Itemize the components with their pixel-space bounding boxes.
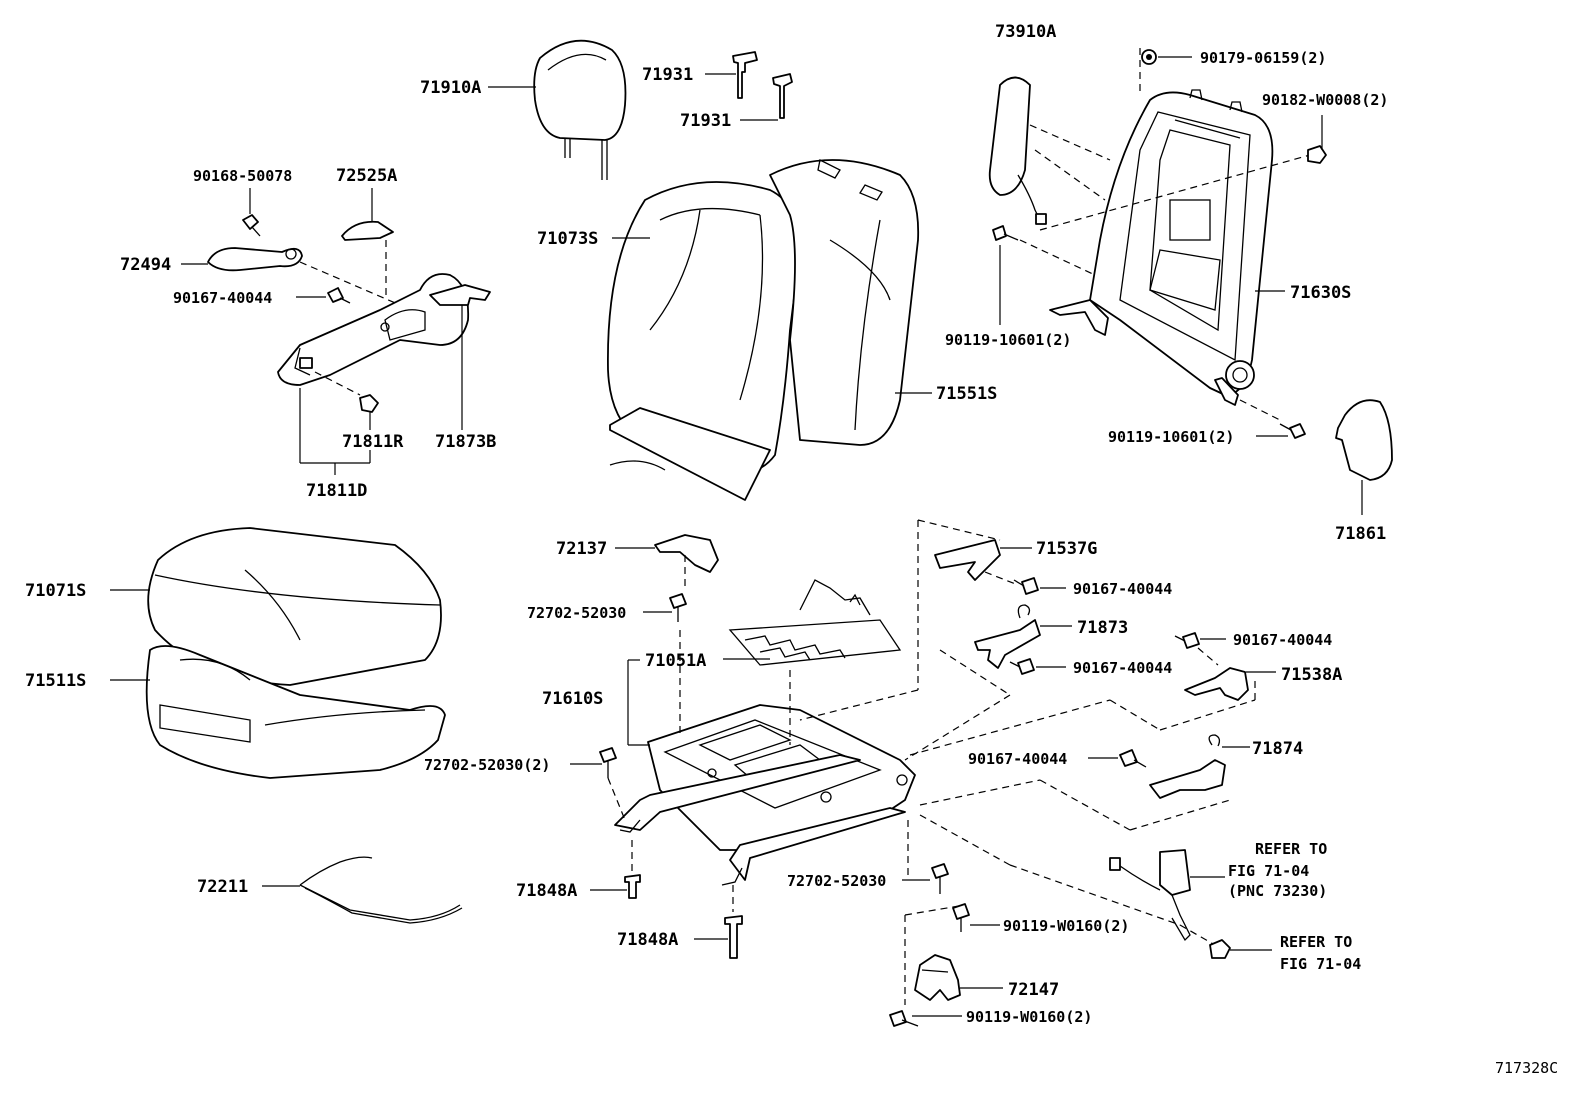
label-71873[interactable]: 71873 [1077, 618, 1128, 638]
label-90167-40044-b[interactable]: 90167-40044 [1073, 580, 1172, 598]
label-71848A-b[interactable]: 71848A [617, 930, 678, 950]
label-71071S[interactable]: 71071S [25, 581, 86, 601]
cushion-cover-drawing [110, 527, 442, 686]
assembly-dash-lines [679, 519, 1256, 1005]
label-71051A[interactable]: 71051A [645, 651, 706, 671]
screw-90167-d-drawing [1174, 632, 1226, 666]
diagram-id: 717328C [1495, 1059, 1558, 1077]
label-71511S[interactable]: 71511S [25, 671, 86, 691]
knob-72525A-drawing [341, 188, 394, 300]
lever-72494-drawing [181, 247, 401, 306]
bolt-72702-b-drawing [570, 747, 626, 821]
bolt-72702-c-drawing [902, 820, 949, 894]
label-71873B[interactable]: 71873B [435, 432, 496, 452]
label-72494[interactable]: 72494 [120, 255, 171, 275]
seatback-frame-drawing [1019, 48, 1311, 421]
bolt-90119-a-drawing [992, 225, 1019, 325]
label-71610S[interactable]: 71610S [542, 689, 603, 709]
nut-90182-drawing [1307, 115, 1327, 164]
headrest-support-drawing [705, 51, 793, 121]
label-72211[interactable]: 72211 [197, 877, 248, 897]
label-90182-W0008[interactable]: 90182-W0008(2) [1262, 91, 1388, 109]
screw-90167-b-drawing [1013, 577, 1066, 595]
cover-72137-drawing [615, 534, 719, 590]
headrest-drawing [488, 39, 627, 180]
bracket-71538A-drawing [1184, 667, 1276, 701]
screw-90167-c-drawing [1009, 658, 1066, 675]
label-71931-top[interactable]: 71931 [642, 65, 693, 85]
label-73910A[interactable]: 73910A [995, 22, 1056, 42]
label-72525A[interactable]: 72525A [336, 166, 397, 186]
ref1-line2[interactable]: FIG 71-04 [1228, 862, 1309, 880]
label-71630S[interactable]: 71630S [1290, 283, 1351, 303]
adjuster-71610S-drawing [614, 659, 916, 886]
side-airbag-drawing [988, 76, 1111, 225]
label-90179-06159[interactable]: 90179-06159(2) [1200, 49, 1326, 67]
bracket-71873-drawing [974, 604, 1072, 669]
ref1-line1: REFER TO [1255, 840, 1327, 858]
side-shield-71811R-drawing [277, 273, 470, 430]
wire-72211-drawing [262, 856, 463, 924]
pin-71848A-a-drawing [590, 840, 641, 899]
bolt-72702-a-drawing [643, 593, 687, 622]
bolt-90179-drawing [1141, 49, 1192, 65]
label-71874[interactable]: 71874 [1252, 739, 1303, 759]
bolt-90119-w0160-a-drawing [952, 903, 1000, 932]
label-72147[interactable]: 72147 [1008, 980, 1059, 1000]
label-71538A[interactable]: 71538A [1281, 665, 1342, 685]
ref2-line1: REFER TO [1280, 933, 1352, 951]
label-90119-W0160-a[interactable]: 90119-W0160(2) [1003, 917, 1129, 935]
label-72702-52030-c[interactable]: 72702-52030 [787, 872, 886, 890]
bracket-72147-drawing [914, 954, 1003, 1001]
bracket-71873B-drawing [429, 284, 491, 430]
recliner-cover-drawing [1335, 399, 1393, 515]
label-71073S[interactable]: 71073S [537, 229, 598, 249]
pin-71848A-b-drawing [694, 885, 743, 959]
label-90167-40044-e[interactable]: 90167-40044 [968, 750, 1067, 768]
label-71848A-a[interactable]: 71848A [516, 881, 577, 901]
bolt-90119-b-drawing [1256, 423, 1306, 439]
bracket-71811D-group-lines [299, 388, 371, 475]
label-71861[interactable]: 71861 [1335, 524, 1386, 544]
screw-90167-a-drawing [296, 287, 351, 304]
bracket-71537G-drawing [934, 539, 1032, 586]
label-90167-40044-c[interactable]: 90167-40044 [1073, 659, 1172, 677]
label-72702-52030-b[interactable]: 72702-52030(2) [424, 756, 550, 774]
label-71551S[interactable]: 71551S [936, 384, 997, 404]
buckle-drawing [1109, 849, 1225, 942]
bolt-90168-drawing [242, 188, 261, 237]
ref2-line2[interactable]: FIG 71-04 [1280, 955, 1361, 973]
label-90168-50078[interactable]: 90168-50078 [193, 167, 292, 185]
nut-refer-drawing [1209, 939, 1272, 959]
label-90119-10601-a[interactable]: 90119-10601(2) [945, 331, 1071, 349]
bolt-90119-w0160-b-drawing [889, 1010, 962, 1027]
label-72137[interactable]: 72137 [556, 539, 607, 559]
screw-90167-e-drawing [1088, 749, 1147, 768]
bracket-71874-drawing [1149, 734, 1250, 799]
label-90119-10601-b[interactable]: 90119-10601(2) [1108, 428, 1234, 446]
label-71910A[interactable]: 71910A [420, 78, 481, 98]
ref1-line3: (PNC 73230) [1228, 882, 1327, 900]
seatback-pad-drawing [769, 159, 932, 446]
seatback-cover-drawing [607, 181, 801, 501]
label-71931-bottom[interactable]: 71931 [680, 111, 731, 131]
cushion-pad-drawing [110, 645, 446, 779]
label-71811D[interactable]: 71811D [306, 481, 367, 501]
spring-mat-71051A-drawing [723, 579, 902, 666]
label-72702-52030-a[interactable]: 72702-52030 [527, 604, 626, 622]
label-90119-W0160-b[interactable]: 90119-W0160(2) [966, 1008, 1092, 1026]
label-90167-40044-a[interactable]: 90167-40044 [173, 289, 272, 307]
label-90167-40044-d[interactable]: 90167-40044 [1233, 631, 1332, 649]
label-71811R[interactable]: 71811R [342, 432, 404, 452]
label-71537G[interactable]: 71537G [1036, 539, 1097, 559]
